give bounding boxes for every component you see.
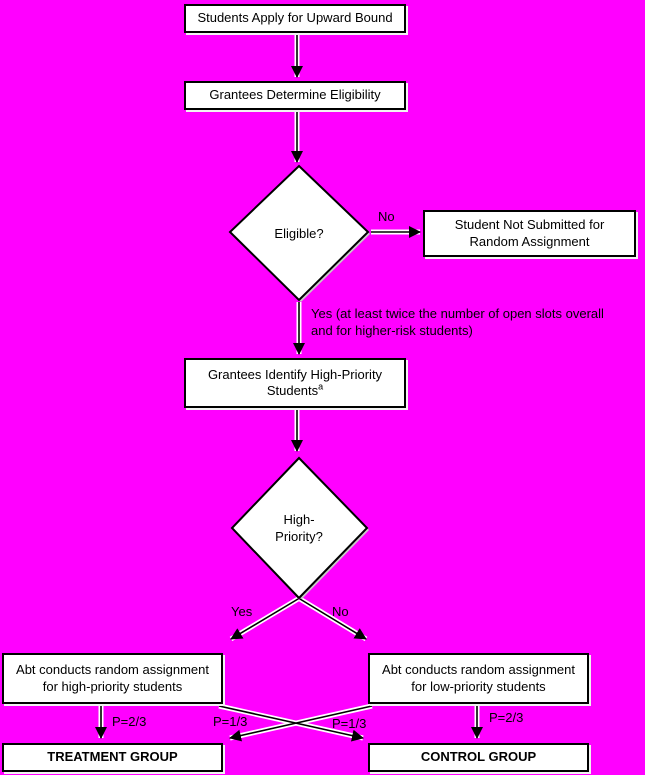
node-control-group-label: CONTROL GROUP: [420, 749, 537, 765]
edge-label-eligible-yes: Yes (at least twice the number of open s…: [311, 306, 604, 338]
node-determine-eligibility-label: Grantees Determine Eligibility: [209, 87, 381, 103]
eligible-diamond-label: Eligible?: [274, 226, 324, 241]
edge-label-priority-no: No: [332, 604, 349, 619]
footnote-marker-a: a: [318, 381, 324, 392]
node-identify-high-priority: Grantees Identify High-Priority Students…: [184, 358, 406, 408]
arrow-priority-yes: [230, 598, 299, 640]
node-students-apply-label: Students Apply for Upward Bound: [197, 10, 393, 26]
node-treatment-group: TREATMENT GROUP: [2, 743, 223, 772]
decision-diamonds: [228, 164, 370, 600]
edge-label-eligible-no: No: [378, 209, 395, 224]
node-treatment-group-label: TREATMENT GROUP: [47, 749, 178, 765]
node-determine-eligibility: Grantees Determine Eligibility: [184, 81, 406, 110]
arrow-rahigh-to-control: [218, 705, 364, 742]
edge-label-priority-yes: Yes: [231, 604, 253, 619]
connector-arrows: [95, 33, 483, 742]
arrow-ralow-to-treatment: [229, 705, 373, 742]
node-ra-low-priority-label: Abt conducts random assignment for low-p…: [382, 662, 575, 694]
node-ra-high-priority-label: Abt conducts random assignment for high-…: [16, 662, 209, 694]
arrow-priority-no: [299, 598, 367, 640]
edge-label-p-high-control: P=1/3: [332, 716, 367, 731]
node-not-submitted: Student Not Submitted for Random Assignm…: [423, 210, 636, 257]
high-priority-diamond: [230, 456, 369, 600]
node-ra-high-priority: Abt conducts random assignment for high-…: [2, 653, 223, 704]
node-ra-low-priority: Abt conducts random assignment for low-p…: [368, 653, 589, 704]
node-students-apply: Students Apply for Upward Bound: [184, 4, 406, 33]
node-identify-high-priority-label: Grantees Identify High-Priority Students…: [207, 366, 383, 398]
eligible-diamond: [228, 164, 370, 302]
node-control-group: CONTROL GROUP: [368, 743, 589, 772]
edge-label-p-low-treatment: P=1/3: [213, 714, 248, 729]
edge-label-p-high-treatment: P=2/3: [112, 714, 147, 729]
high-priority-diamond-label: High-Priority?: [275, 512, 323, 544]
node-not-submitted-label: Student Not Submitted for Random Assignm…: [454, 217, 605, 249]
edge-label-p-low-control: P=2/3: [489, 710, 524, 725]
